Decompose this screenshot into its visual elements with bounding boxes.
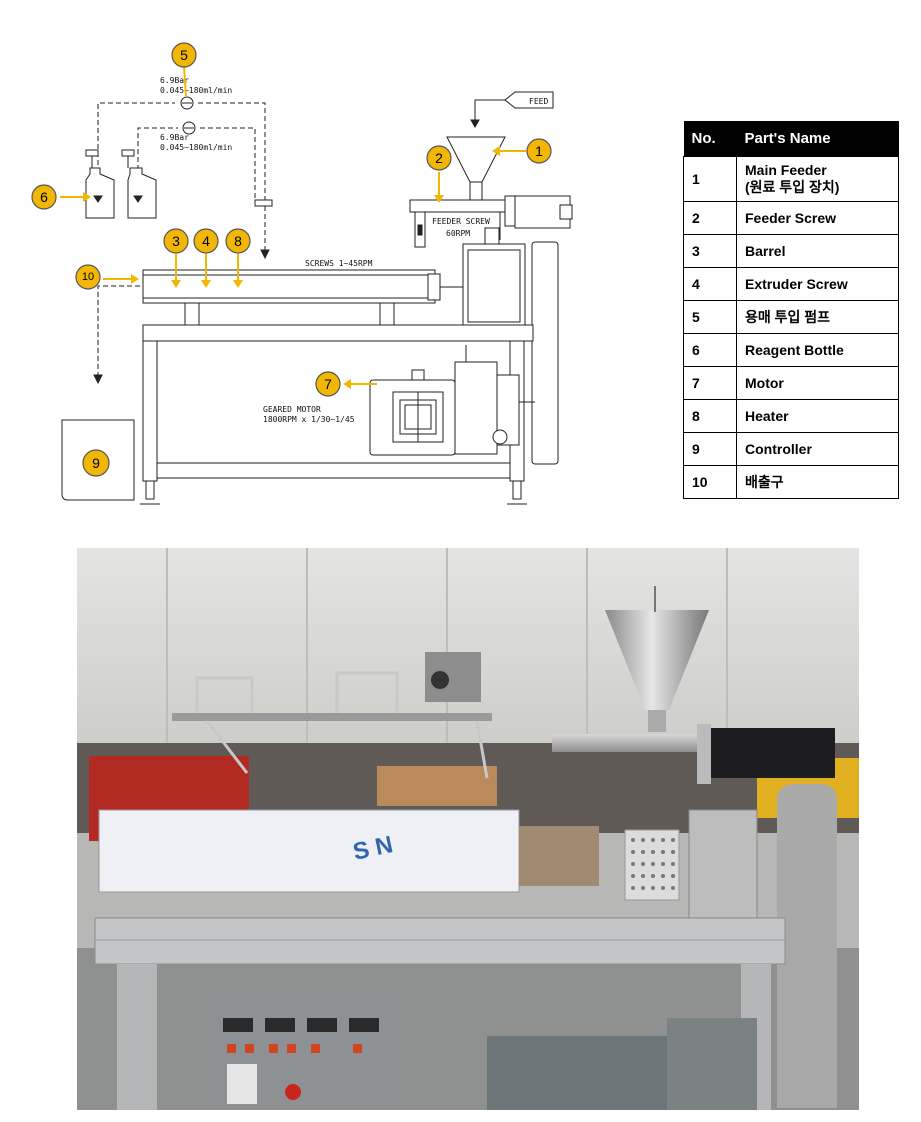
part-number: 2 — [683, 201, 737, 235]
part-number: 6 — [683, 333, 737, 367]
callout-10: 10 — [75, 264, 101, 290]
photo-frame — [94, 917, 786, 965]
part-name: 용매 투입 펌프 — [736, 300, 899, 334]
svg-text:3: 3 — [172, 233, 180, 249]
part-name: Reagent Bottle — [736, 333, 899, 367]
photo-feeder-motor — [707, 728, 835, 778]
table-header-row: No. Part's Name — [683, 121, 899, 157]
callout-7: 7 — [315, 371, 341, 397]
part-number: 1 — [683, 156, 737, 202]
callout-3: 3 — [163, 228, 189, 254]
svg-text:2: 2 — [435, 150, 443, 166]
photo-illustration: S N — [77, 548, 859, 1110]
motor-label: GEARED MOTOR — [263, 405, 321, 414]
part-number: 4 — [683, 267, 737, 301]
pump-pressure-bottom: 6.9Bar — [160, 133, 189, 142]
part-number: 3 — [683, 234, 737, 268]
part-name-line1: Main Feeder — [745, 162, 827, 178]
part-name: Barrel — [736, 234, 899, 268]
header-no: No. — [683, 121, 737, 157]
barrel — [142, 269, 465, 304]
svg-text:1: 1 — [535, 143, 543, 159]
barrel-cover — [98, 809, 520, 893]
svg-text:4: 4 — [202, 233, 210, 249]
reagent-bottles — [85, 149, 157, 219]
extruder-photo: S N — [77, 548, 859, 1110]
part-number: 7 — [683, 366, 737, 400]
geared-motor — [369, 345, 535, 456]
gearbox — [462, 227, 559, 465]
pump-flow-top: 0.045~180ml/min — [160, 86, 232, 95]
main-feeder-hopper — [446, 136, 506, 201]
callout-4: 4 — [193, 228, 219, 254]
part-number: 5 — [683, 300, 737, 334]
callout-arrows — [60, 65, 526, 389]
feeder-screw-label: FEEDER SCREW — [432, 217, 490, 226]
part-name: 배출구 — [736, 465, 899, 499]
svg-text:10: 10 — [82, 271, 94, 283]
part-name: Feeder Screw — [736, 201, 899, 235]
photo-motor — [487, 1036, 667, 1110]
part-name: Main Feeder(원료 투입 장치) — [736, 156, 899, 202]
part-name: Motor — [736, 366, 899, 400]
svg-text:5: 5 — [180, 47, 188, 63]
feeder-screw-speed: 60RPM — [446, 229, 470, 238]
table-row: 1 Main Feeder(원료 투입 장치) — [683, 156, 899, 202]
parts-table: No. Part's Name 1 Main Feeder(원료 투입 장치) … — [683, 121, 899, 499]
part-number: 9 — [683, 432, 737, 466]
svg-text:9: 9 — [92, 455, 100, 471]
part-name: Extruder Screw — [736, 267, 899, 301]
extruder-schematic: FEED FEEDER SCREW 60RPM SCREWS 1~45RPM 6… — [31, 42, 573, 505]
motor-spec: 1800RPM x 1/30~1/45 — [263, 415, 355, 424]
feed-label: FEED — [529, 97, 548, 106]
part-number: 8 — [683, 399, 737, 433]
callout-2: 2 — [426, 145, 452, 171]
feeder-screw-housing — [409, 195, 573, 248]
part-name: Heater — [736, 399, 899, 433]
part-name: Controller — [736, 432, 899, 466]
photo-hopper — [605, 610, 709, 710]
callout-6: 6 — [31, 184, 57, 210]
callout-8: 8 — [225, 228, 251, 254]
svg-text:6: 6 — [40, 189, 48, 205]
pump-symbols — [180, 96, 196, 135]
screws-label: SCREWS 1~45RPM — [305, 259, 373, 268]
svg-text:8: 8 — [234, 233, 242, 249]
solvent-lines — [97, 102, 266, 375]
callout-9: 9 — [82, 449, 110, 477]
pump-flow-bottom: 0.045~180ml/min — [160, 143, 232, 152]
svg-text:7: 7 — [324, 376, 332, 392]
part-name-line2: (원료 투입 장치) — [745, 179, 840, 195]
feed-tag — [470, 91, 554, 129]
callout-5: 5 — [171, 42, 197, 68]
callout-1: 1 — [526, 138, 552, 164]
part-number: 10 — [683, 465, 737, 499]
pump-pressure-top: 6.9Bar — [160, 76, 189, 85]
header-part-name: Part's Name — [736, 121, 899, 157]
